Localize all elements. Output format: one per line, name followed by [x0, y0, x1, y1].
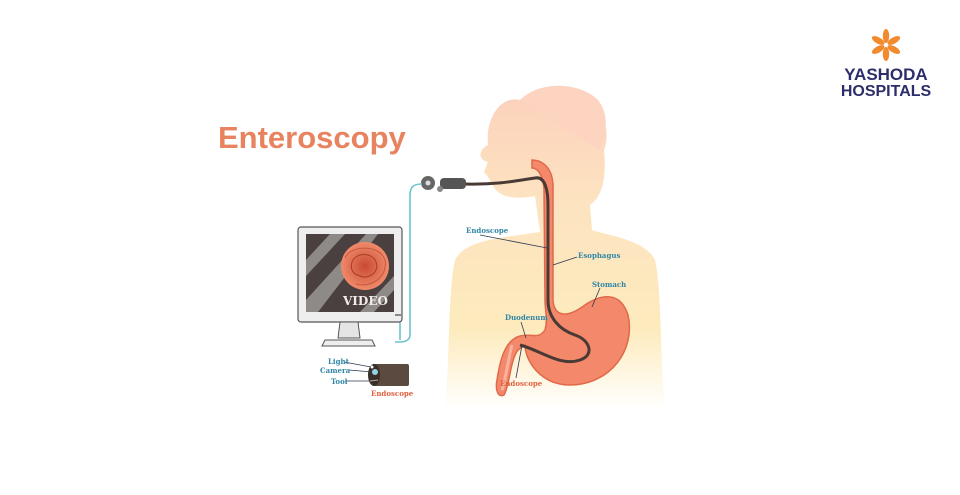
- label-tip-endoscope: Endoscope: [371, 389, 414, 398]
- diagram-title: Enteroscopy: [218, 120, 407, 155]
- flower-logo-icon: [871, 29, 901, 61]
- logo-line-1: YASHODA: [844, 65, 927, 84]
- label-camera: Camera: [320, 366, 351, 375]
- video-cable: [395, 183, 423, 343]
- yashoda-logo: YASHODA HOSPITALS: [841, 29, 932, 100]
- label-tool: Tool: [331, 377, 348, 386]
- label-stomach: Stomach: [592, 280, 626, 289]
- logo-line-2: HOSPITALS: [841, 83, 932, 100]
- label-esophagus: Esophagus: [578, 251, 620, 260]
- leader-lines: [479, 234, 601, 379]
- digestive-tract: [495, 159, 631, 397]
- monitor-screen-text: VIDEO: [342, 294, 388, 308]
- label-light: Light: [328, 357, 350, 366]
- label-duodenum: Duodenum: [505, 313, 548, 322]
- label-endoscope-lower: Endoscope: [500, 379, 543, 388]
- endoscope-tip-detail: [343, 361, 409, 386]
- endoscope-tube: [464, 176, 591, 364]
- endoscope-handle: [421, 176, 466, 192]
- video-monitor: VIDEO: [297, 226, 403, 347]
- stomach-shape: [495, 159, 631, 397]
- label-endoscope: Endoscope: [466, 226, 509, 235]
